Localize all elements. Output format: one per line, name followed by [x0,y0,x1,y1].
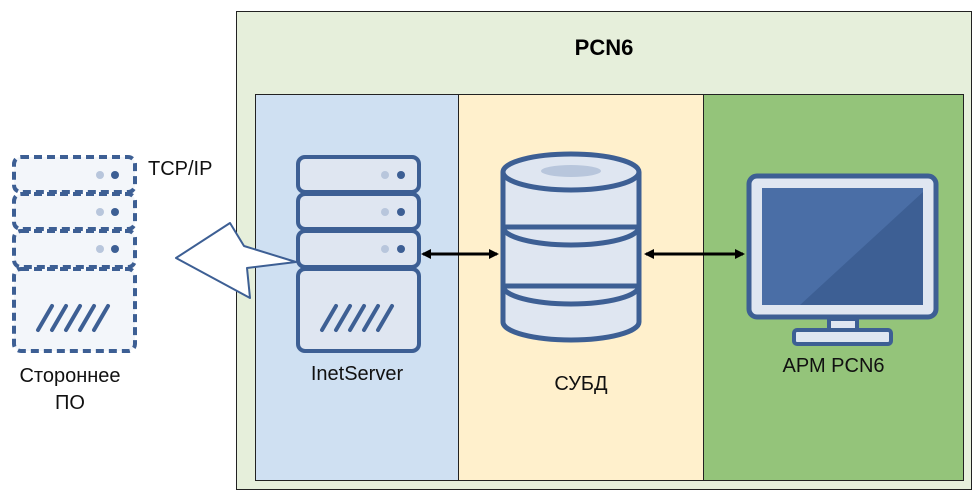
lightning-icon [175,222,297,299]
node-label-arm: АРМ PCN6 [782,355,885,377]
node-label-inetserver: InetServer [310,363,404,385]
external-label-line2: ПО [55,392,85,414]
external-label-line1: Стороннее [19,365,121,387]
diagram-title: PCN6 [574,35,634,60]
external-system-label: Стороннее ПО [0,363,140,417]
server-indicators [320,171,405,332]
connection-label: TCP/IP [148,158,213,180]
external-server-icon [12,155,137,353]
database-icon [500,151,642,343]
node-label-subd: СУБД [554,373,608,395]
external-server-details [36,171,119,332]
monitor-icon [746,173,939,346]
server-icon [296,155,421,353]
